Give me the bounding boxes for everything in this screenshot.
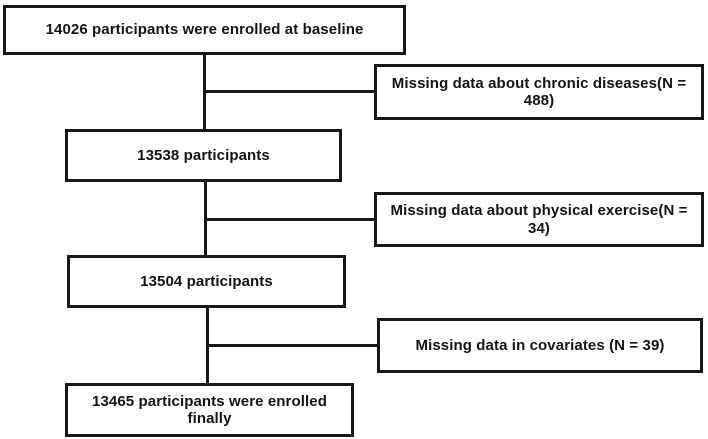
exclusion-box-chronic-diseases-label: Missing data about chronic diseases(N = …	[391, 74, 687, 109]
exclusion-box-physical-exercise-label: Missing data about physical exercise(N =…	[390, 202, 688, 237]
exclusion-box-covariates: Missing data in covariates (N = 39)	[377, 318, 703, 373]
connector-branch-exclusion-3	[206, 344, 377, 347]
flow-box-final: 13465 participants were enrolled finally	[65, 383, 354, 437]
exclusion-box-chronic-diseases: Missing data about chronic diseases(N = …	[374, 64, 704, 120]
flow-box-step2: 13504 participants	[67, 255, 346, 308]
exclusion-box-covariates-label: Missing data in covariates (N = 39)	[415, 336, 665, 354]
exclusion-box-physical-exercise: Missing data about physical exercise(N =…	[374, 192, 704, 247]
flow-box-baseline-label: 14026 participants were enrolled at base…	[45, 21, 364, 39]
flow-box-step1: 13538 participants	[65, 129, 342, 182]
flow-box-final-label: 13465 participants were enrolled finally	[92, 392, 327, 427]
connector-branch-exclusion-2	[204, 218, 374, 221]
connector-branch-exclusion-1	[203, 90, 374, 93]
flow-box-baseline: 14026 participants were enrolled at base…	[3, 5, 406, 55]
flow-box-step2-label: 13504 participants	[140, 272, 273, 290]
flow-box-step1-label: 13538 participants	[137, 146, 270, 164]
